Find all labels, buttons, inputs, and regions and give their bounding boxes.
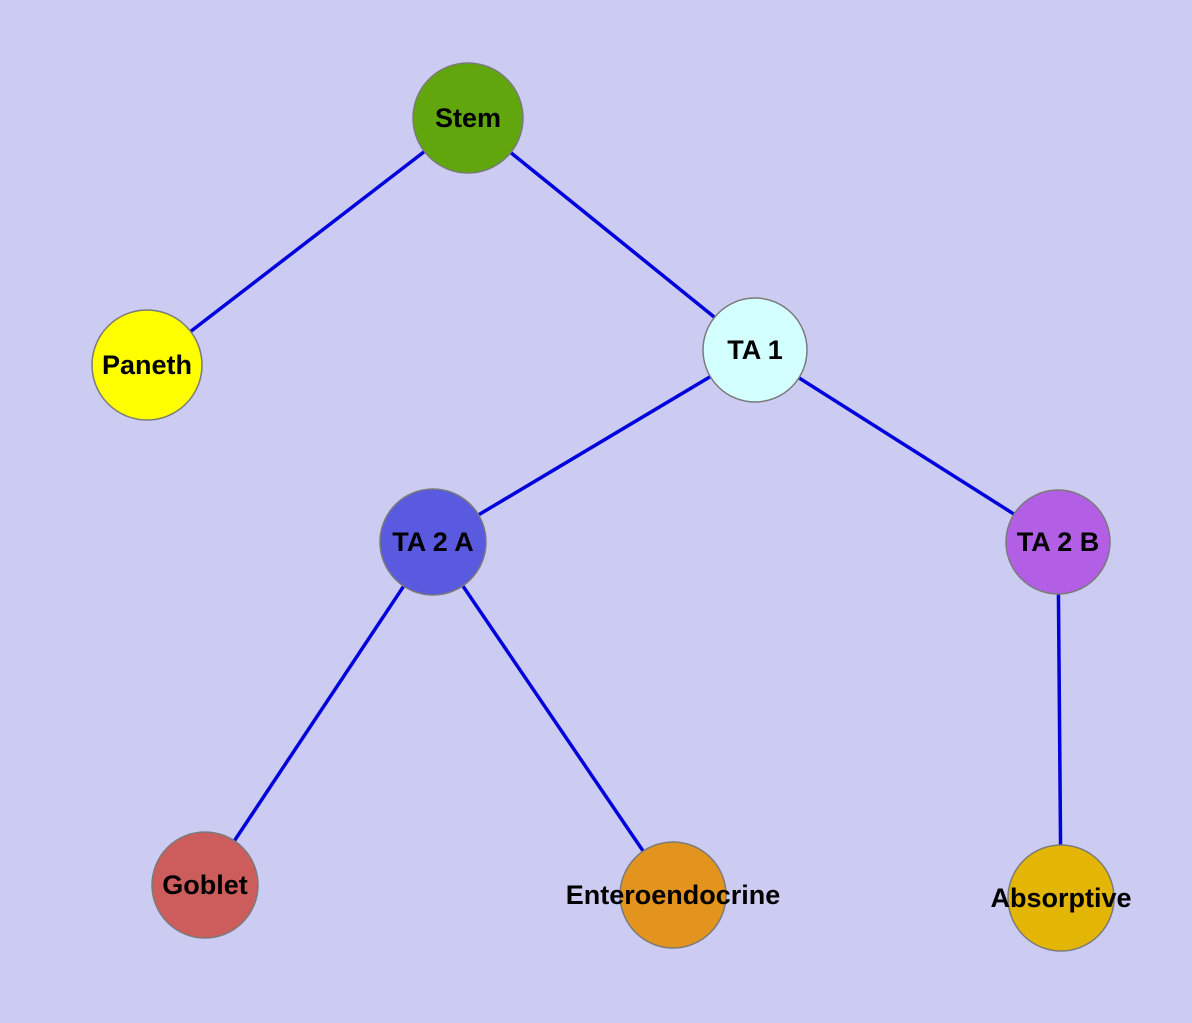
edge-ta2a-enteroendocrine bbox=[431, 541, 675, 896]
node-circle-stem[interactable] bbox=[412, 62, 524, 174]
node-ta2b[interactable]: TA 2 B bbox=[1005, 489, 1111, 595]
node-ta2a[interactable]: TA 2 A bbox=[379, 488, 487, 596]
node-circle-ta1[interactable] bbox=[702, 297, 808, 403]
edge-ta2a-goblet bbox=[203, 541, 435, 886]
node-goblet[interactable]: Goblet bbox=[151, 831, 259, 939]
node-circle-absorptive[interactable] bbox=[1007, 844, 1115, 952]
node-circle-goblet[interactable] bbox=[151, 831, 259, 939]
edge-ta1-ta2b bbox=[754, 348, 1059, 544]
node-circle-paneth[interactable] bbox=[91, 309, 203, 421]
node-circle-ta2b[interactable] bbox=[1005, 489, 1111, 595]
node-circle-enteroendocrine[interactable] bbox=[619, 841, 727, 949]
node-ta1[interactable]: TA 1 bbox=[702, 297, 808, 403]
edges-layer bbox=[145, 116, 1063, 899]
edge-stem-ta1 bbox=[466, 116, 757, 352]
edge-stem-paneth bbox=[145, 116, 470, 367]
node-enteroendocrine[interactable]: Enteroendocrine bbox=[566, 841, 781, 949]
node-paneth[interactable]: Paneth bbox=[91, 309, 203, 421]
node-absorptive[interactable]: Absorptive bbox=[990, 844, 1132, 952]
edge-ta2b-absorptive bbox=[1056, 541, 1063, 899]
edge-ta1-ta2a bbox=[432, 348, 756, 544]
node-stem[interactable]: Stem bbox=[412, 62, 524, 174]
node-circle-ta2a[interactable] bbox=[379, 488, 487, 596]
